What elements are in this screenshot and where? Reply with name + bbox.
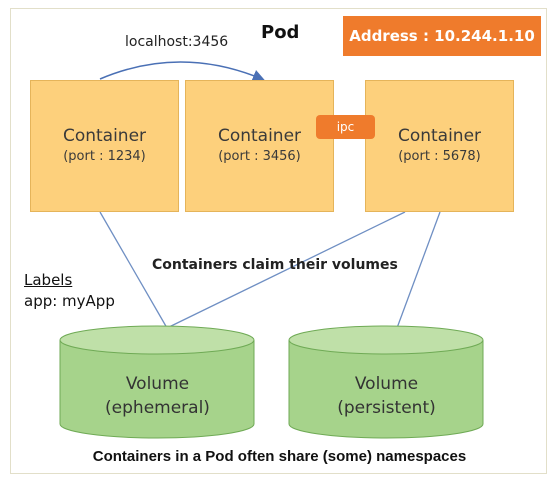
localhost-arrow bbox=[99, 61, 265, 82]
volume-ephemeral-cylinder bbox=[59, 325, 255, 439]
address-badge: Address : 10.244.1.10 bbox=[343, 16, 541, 56]
claim-text: Containers claim their volumes bbox=[152, 257, 398, 273]
ipc-badge: ipc bbox=[316, 115, 375, 139]
volume-persistent: Volume (persistent) bbox=[289, 372, 484, 420]
labels-title: Labels bbox=[24, 271, 73, 289]
container-2-port: (port : 3456) bbox=[218, 149, 301, 164]
container-2: Container (port : 3456) bbox=[185, 80, 334, 212]
pod-title: Pod bbox=[261, 22, 300, 43]
diagram-caption: Containers in a Pod often share (some) n… bbox=[92, 448, 467, 465]
claim-line-container3-volume2 bbox=[396, 211, 441, 329]
container-3-port: (port : 5678) bbox=[398, 149, 481, 164]
volume-ephemeral: Volume (ephemeral) bbox=[60, 372, 255, 420]
container-3: Container (port : 5678) bbox=[365, 80, 514, 212]
localhost-label: localhost:3456 bbox=[125, 34, 229, 50]
container-1-port: (port : 1234) bbox=[63, 149, 146, 164]
volume-persistent-kind: (persistent) bbox=[337, 398, 436, 418]
labels-value: app: myApp bbox=[24, 292, 115, 310]
container-1-name: Container bbox=[62, 126, 147, 146]
volume-persistent-name: Volume bbox=[354, 374, 419, 394]
container-3-name: Container bbox=[397, 126, 482, 146]
volume-ephemeral-kind: (ephemeral) bbox=[105, 398, 210, 418]
claim-line-container1-volume1 bbox=[99, 211, 168, 329]
volume-ephemeral-name: Volume bbox=[125, 374, 190, 394]
container-1: Container (port : 1234) bbox=[30, 80, 179, 212]
container-2-name: Container bbox=[217, 126, 302, 146]
claim-line-container3-volume1 bbox=[166, 211, 406, 329]
volume-persistent-cylinder bbox=[288, 325, 484, 439]
